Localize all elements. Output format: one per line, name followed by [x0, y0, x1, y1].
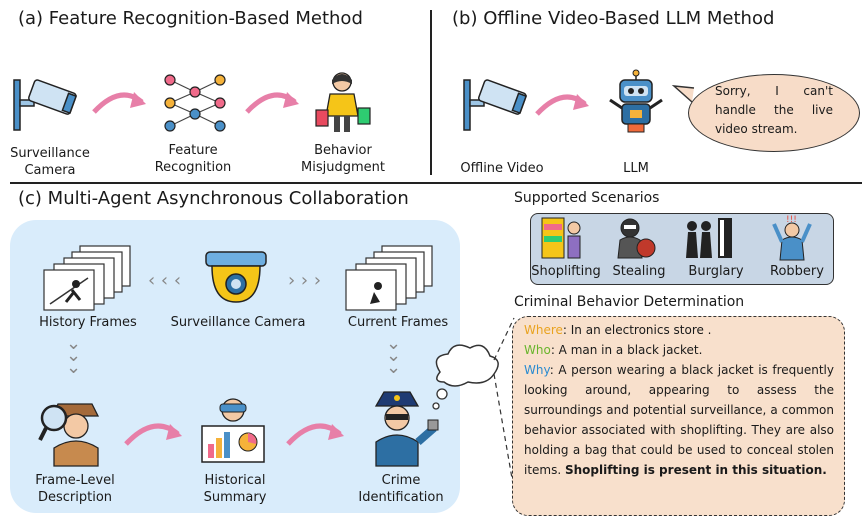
- historical-line2: Summary: [203, 490, 267, 505]
- who-line: Who: A man in a black jacket.: [524, 340, 834, 360]
- scenario-burglary: Burglary: [688, 264, 744, 279]
- frame-level-line2: Description: [37, 490, 113, 505]
- crime-line2: Identification: [358, 490, 444, 505]
- frame-level-label: Frame-Level Description: [20, 472, 130, 506]
- who-label: Who: [524, 343, 551, 357]
- down-chevron: ⌄: [66, 345, 82, 366]
- llm-label: LLM: [623, 161, 649, 176]
- camera-label-line2: Camera: [24, 163, 76, 178]
- offline-video-camera-icon: [463, 79, 528, 131]
- section-b-title: (b) Offline Video-Based LLM Method: [452, 8, 775, 29]
- down-chevron: ⌄: [386, 357, 402, 378]
- scenarios-title: Supported Scenarios: [514, 190, 660, 206]
- why-line: Why: A person wearing a black jacket is …: [524, 360, 834, 480]
- camera-label: Surveillance Camera: [2, 145, 98, 179]
- history-frames-icon: [43, 245, 131, 311]
- speech-bubble-text: Sorry, I can't handle the live video str…: [715, 84, 833, 136]
- shopper-icon: [315, 72, 371, 132]
- determination-box: [512, 316, 845, 516]
- crime-identification-label: Crime Identification: [346, 472, 456, 506]
- crime-line1: Crime: [381, 473, 421, 488]
- why-text: : A person wearing a black jacket is fre…: [524, 363, 834, 477]
- neural-network-icon: [164, 74, 226, 132]
- scenario-shoplifting: Shoplifting: [531, 264, 601, 279]
- arrow-icon: [535, 94, 589, 116]
- criminal-title: Criminal Behavior Determination: [514, 294, 745, 310]
- speech-bubble: [688, 74, 860, 152]
- section-a-title: (a) Feature Recognition-Based Method: [18, 8, 363, 29]
- behavior-label: Behavior Misjudgment: [295, 142, 391, 176]
- conclusion-text: Shoplifting is present in this situation…: [565, 463, 827, 477]
- down-chevron: ⌄: [66, 357, 82, 378]
- right-chevrons-icon: › › ›: [288, 270, 322, 291]
- why-label: Why: [524, 363, 550, 377]
- speech-bubble-tail: [671, 85, 695, 103]
- scenario-robbery: Robbery: [770, 264, 824, 279]
- current-frames-label: Current Frames: [347, 315, 449, 330]
- thought-cloud-icon: [432, 317, 515, 491]
- horizontal-divider: [10, 182, 862, 184]
- who-text: : A man in a black jacket.: [550, 343, 703, 357]
- recognition-label-line2: Recognition: [154, 160, 232, 175]
- robot-icon: [609, 69, 663, 133]
- camera-label-line1: Surveillance: [10, 146, 90, 161]
- left-chevrons-icon: ‹ ‹ ‹: [148, 270, 182, 291]
- where-label: Where: [524, 323, 563, 337]
- svg-text:!!!: !!!: [786, 215, 797, 225]
- behavior-label-line1: Behavior: [314, 143, 372, 158]
- where-text: : In an electronics store .: [562, 323, 712, 337]
- history-frames-label: History Frames: [39, 315, 137, 330]
- recognition-label: Feature Recognition: [145, 142, 241, 176]
- down-chevron: ⌄: [386, 333, 402, 354]
- shoplifting-icon: [541, 217, 581, 259]
- burglary-icon: [686, 218, 732, 258]
- arrow-icon: [92, 92, 146, 114]
- stealing-icon: [617, 218, 656, 259]
- police-officer-icon: [374, 391, 439, 467]
- determination-text: Where: In an electronics store . Who: A …: [524, 320, 834, 480]
- where-line: Where: In an electronics store .: [524, 320, 834, 340]
- down-chevron: ⌄: [66, 333, 82, 354]
- down-chevrons-left-icon: ⌄ ⌄ ⌄: [66, 333, 82, 378]
- down-chevron: ⌄: [386, 345, 402, 366]
- down-chevrons-right-icon: ⌄ ⌄ ⌄: [386, 333, 402, 378]
- detective-icon: [38, 403, 100, 467]
- historical-summary-label: Historical Summary: [180, 472, 290, 506]
- current-frames-icon: [345, 245, 433, 311]
- arrow-icon: [124, 423, 182, 446]
- arrow-icon: [245, 92, 299, 114]
- arrow-icon: [286, 423, 344, 446]
- presenter-icon: [201, 398, 265, 463]
- dome-camera-icon: [205, 251, 267, 303]
- scenario-stealing: Stealing: [612, 264, 666, 279]
- surveillance-camera-icon: [13, 79, 78, 131]
- historical-line1: Historical: [204, 473, 266, 488]
- surveillance-camera-label: Surveillance Camera: [170, 315, 306, 330]
- frame-level-line1: Frame-Level: [35, 473, 115, 488]
- behavior-label-line2: Misjudgment: [301, 160, 385, 175]
- section-c-title: (c) Multi-Agent Asynchronous Collaborati…: [18, 188, 409, 209]
- robbery-icon: !!!: [772, 215, 812, 261]
- offline-video-label: Offline Video: [460, 161, 544, 176]
- recognition-label-line1: Feature: [168, 143, 218, 158]
- vertical-divider: [430, 10, 432, 175]
